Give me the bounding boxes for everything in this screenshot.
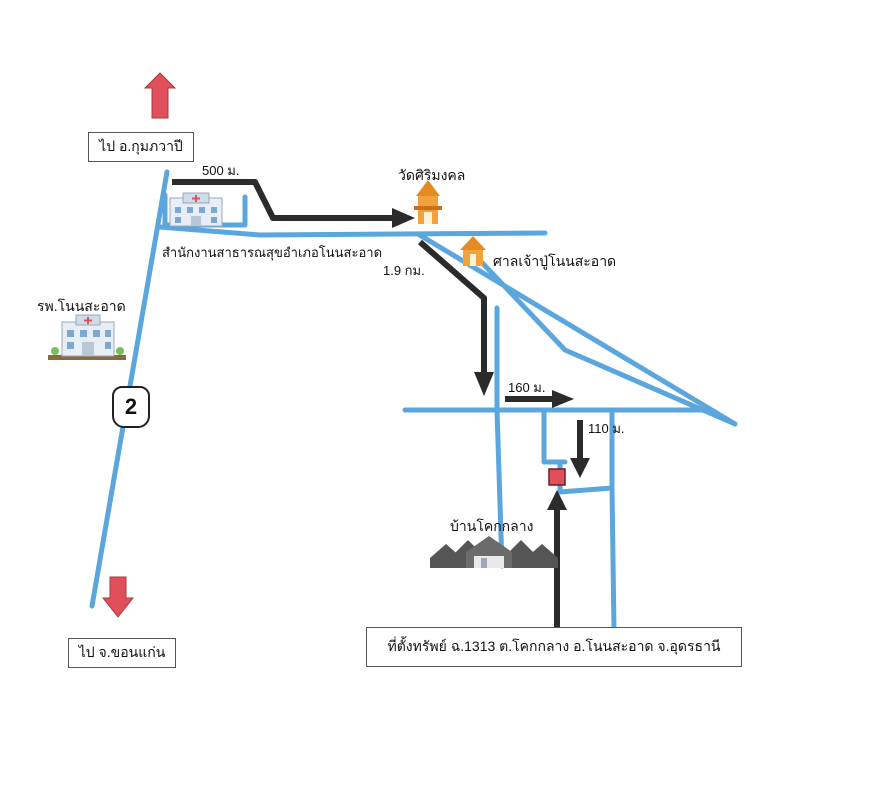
distance-1-9km-label: 1.9 กม.: [383, 263, 425, 278]
route-arrowheads: [392, 208, 590, 510]
property-location-label: ที่ตั้งทรัพย์ ฉ.1313 ต.โคกกลาง อ.โนนสะอา…: [387, 638, 721, 654]
hospital-building-icon: [48, 314, 126, 360]
arrowhead-east: [392, 208, 415, 228]
distance-110m-label: 110 ม.: [588, 421, 625, 436]
route-arrow-500m: [172, 179, 395, 221]
road-network: [89, 169, 738, 633]
north-direction-arrow-icon: [143, 72, 177, 119]
houses-icon: [430, 536, 558, 568]
shrine-label: ศาลเจ้าปู่โนนสะอาด: [493, 253, 617, 269]
arrowhead-south-2: [570, 458, 590, 478]
south-destination-box: ไป จ.ขอนแก่น: [68, 638, 176, 668]
road-soi-south: [609, 485, 617, 633]
south-destination-label: ไป จ.ขอนแก่น: [78, 644, 166, 660]
distance-500m-label: 500 ม.: [202, 163, 240, 178]
road-soi-left: [541, 407, 568, 465]
temple-icon: [414, 180, 442, 224]
highway-number: 2: [124, 394, 138, 419]
hospital-label: รพ.โนนสะอาด: [37, 298, 126, 314]
south-direction-arrow-icon: [101, 576, 135, 618]
north-destination-box: ไป อ.กุมภวาปี: [88, 132, 194, 162]
village-label: บ้านโคกกลาง: [450, 518, 534, 534]
arrowhead-south-1: [474, 372, 494, 396]
property-marker-icon: [548, 468, 566, 486]
shrine-icon: [460, 236, 486, 266]
route-arrow-1-9km: [418, 239, 487, 375]
health-office-label: สำนักงานสาธารณสุขอำเภอโนนสะอาด: [162, 245, 383, 260]
road-diagonal-branch: [467, 247, 738, 427]
distance-160m-label: 160 ม.: [508, 380, 546, 395]
property-location-box: ที่ตั้งทรัพย์ ฉ.1313 ต.โคกกลาง อ.โนนสะอา…: [366, 627, 742, 667]
road-village-north-south: [494, 305, 505, 569]
arrowhead-east-2: [552, 390, 574, 408]
arrowhead-north: [547, 490, 567, 510]
route-arrows: [172, 179, 583, 628]
north-destination-label: ไป อ.กุมภวาปี: [99, 138, 183, 154]
road-east-west: [157, 224, 548, 238]
hospital-building-icon: [169, 192, 223, 227]
highway-shield-icon: 2: [112, 386, 150, 428]
temple-label: วัดศิริมงคล: [398, 167, 466, 183]
